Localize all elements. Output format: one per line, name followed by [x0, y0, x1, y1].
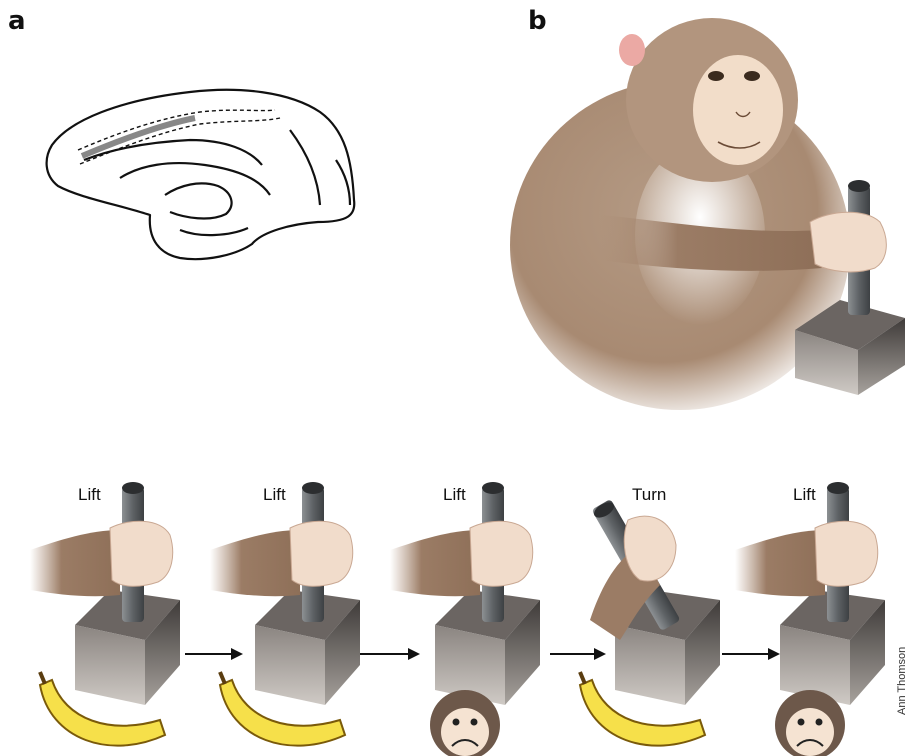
trial-sequence	[30, 482, 885, 756]
illustrator-credit: Ann Thomson	[896, 647, 908, 715]
apparatus-handle-top	[848, 180, 870, 192]
sad-monkey-eye-left	[453, 719, 460, 726]
brain-sulcus-3	[165, 183, 232, 218]
sequence-arrowhead-1	[231, 648, 243, 660]
monkey-hand	[110, 521, 173, 586]
apparatus-handle-top	[302, 482, 324, 494]
step-1-label: Lift	[78, 485, 101, 504]
monkey-hand	[470, 521, 533, 586]
monkey-arm	[735, 530, 825, 596]
sequence-arrowhead-2	[408, 648, 420, 660]
monkey-hand	[810, 212, 886, 272]
monkey-eye-left	[708, 71, 724, 81]
monkey-illustration	[510, 18, 905, 410]
sad-monkey-face-skin	[441, 708, 489, 756]
sequence-arrowhead-4	[768, 648, 780, 660]
sad-monkey-eye-right	[471, 719, 478, 726]
apparatus-handle-top	[122, 482, 144, 494]
brain-sulcus-5	[180, 228, 248, 235]
monkey-arm	[30, 530, 120, 596]
step-4-label: Turn	[632, 485, 666, 504]
sad-monkey-eye-left	[798, 719, 805, 726]
brain-shaded-region	[82, 118, 195, 156]
monkey-arm	[390, 530, 480, 596]
brain-sulcus-4	[290, 130, 320, 205]
banana-stem	[40, 672, 45, 684]
banana-stem	[580, 672, 585, 684]
trial-step-1	[30, 482, 180, 746]
brain-sulcus-2	[120, 163, 270, 195]
apparatus-handle-top	[827, 482, 849, 494]
trial-step-3	[390, 482, 540, 756]
monkey-hand	[624, 516, 676, 581]
step-2-label: Lift	[263, 485, 286, 504]
monkey-hand	[290, 521, 353, 586]
monkey-eye-right	[744, 71, 760, 81]
monkey-hand	[815, 521, 878, 586]
apparatus-handle-top	[482, 482, 504, 494]
sad-monkey-face-skin	[786, 708, 834, 756]
brain-diagram	[47, 90, 355, 259]
trial-step-2	[210, 482, 360, 746]
trial-step-5	[735, 482, 885, 756]
banana-stem	[220, 672, 225, 684]
trial-step-4	[580, 499, 720, 746]
sad-monkey-eye-right	[816, 719, 823, 726]
sequence-arrowhead-3	[594, 648, 606, 660]
monkey-ear	[619, 34, 645, 66]
monkey-arm	[210, 530, 300, 596]
brain-sulcus-6	[336, 160, 350, 205]
step-5-label: Lift	[793, 485, 816, 504]
step-3-label: Lift	[443, 485, 466, 504]
